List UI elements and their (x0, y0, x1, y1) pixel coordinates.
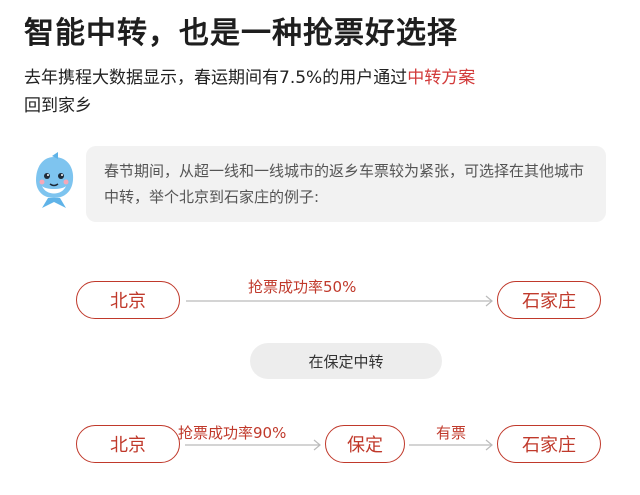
transfer-origin-node: 北京 (76, 425, 180, 463)
transfer-destination-node: 石家庄 (497, 425, 601, 463)
leg1-arrow (185, 439, 321, 451)
leg2-availability-label: 有票 (436, 424, 467, 442)
direct-destination-node: 石家庄 (497, 281, 601, 319)
transfer-plan-highlight: 中转方案 (407, 68, 476, 88)
direct-route-arrow (186, 295, 493, 307)
leg1-success-rate-label: 抢票成功率90% (178, 424, 287, 442)
direct-success-rate-label: 抢票成功率50% (248, 278, 357, 296)
intro-text-before: 去年携程大数据显示，春运期间有7.5%的用户通过 (24, 68, 408, 88)
direct-origin-node: 北京 (76, 281, 180, 319)
intro-text: 去年携程大数据显示，春运期间有7.5%的用户通过中转方案回到家乡 (24, 64, 624, 120)
via-transfer-label: 在保定中转 (250, 343, 442, 379)
headline: 智能中转，也是一种抢票好选择 (24, 16, 458, 51)
transfer-via-node: 保定 (325, 425, 405, 463)
leg2-arrow (409, 439, 493, 451)
tip-bubble: 春节期间，从超一线和一线城市的返乡车票较为紧张，可选择在其他城市中转，举个北京到… (86, 146, 606, 222)
dolphin-mascot-icon (36, 152, 74, 208)
intro-text-after: 回到家乡 (24, 96, 92, 116)
